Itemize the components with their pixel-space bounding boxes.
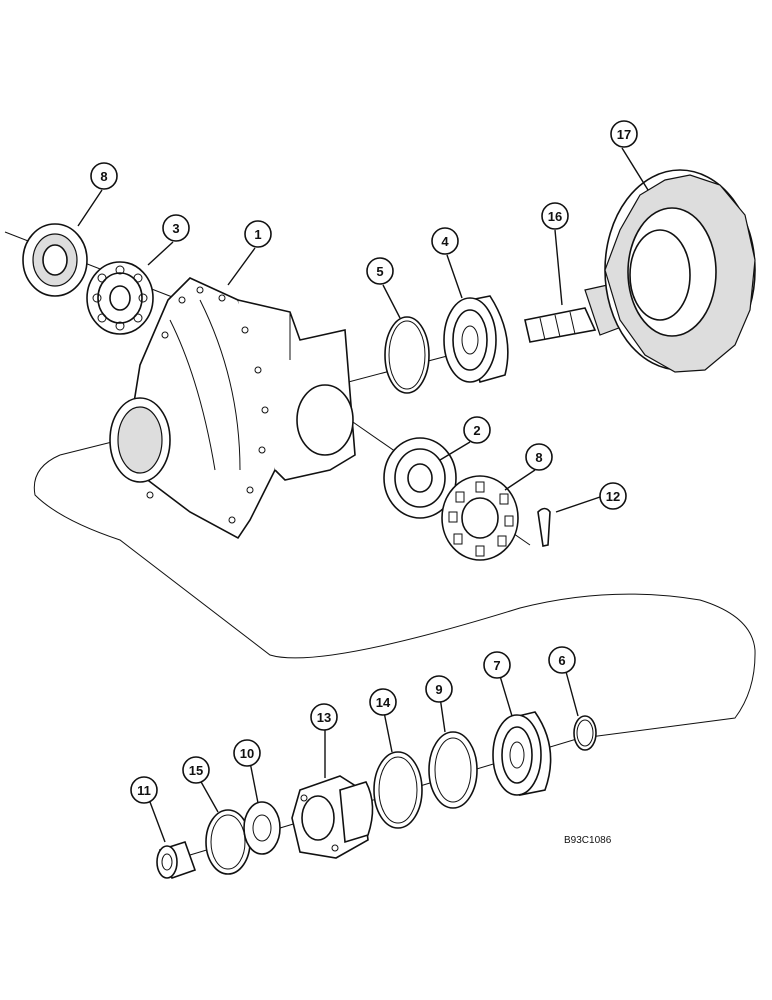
part-washer-15	[205, 809, 251, 875]
callout-2: 2	[463, 416, 491, 444]
svg-text:17: 17	[617, 127, 631, 142]
svg-text:10: 10	[240, 746, 254, 761]
reference-code: B93C1086	[564, 835, 612, 846]
part-housing-1	[109, 277, 356, 540]
svg-text:1: 1	[254, 227, 261, 242]
svg-text:15: 15	[189, 763, 203, 778]
leader-lines	[77, 147, 649, 843]
part-seal-14	[373, 751, 423, 829]
part-nut-11	[156, 841, 197, 880]
callout-10: 10	[233, 739, 261, 767]
svg-text:12: 12	[606, 489, 620, 504]
part-flange-13	[291, 775, 374, 859]
part-cotter-pin-12	[537, 507, 551, 547]
svg-text:8: 8	[100, 169, 107, 184]
part-ring-gear-17	[604, 169, 756, 373]
part-bearing-cone-7	[492, 711, 552, 796]
part-bearing-2	[383, 437, 457, 519]
callout-9: 9	[425, 675, 453, 703]
callout-12: 12	[599, 482, 627, 510]
part-seal-8-top	[22, 223, 88, 297]
callout-14: 14	[369, 688, 397, 716]
svg-text:16: 16	[548, 209, 562, 224]
svg-text:3: 3	[172, 221, 179, 236]
callout-8-top: 8	[90, 162, 118, 190]
part-washer-10	[243, 801, 281, 855]
svg-text:11: 11	[137, 783, 151, 798]
callout-13: 13	[310, 703, 338, 731]
callout-8-lower: 8	[525, 443, 553, 471]
callout-16: 16	[541, 202, 569, 230]
callout-1: 1	[244, 220, 272, 248]
svg-text:8: 8	[535, 450, 542, 465]
part-bearing-4	[443, 295, 509, 383]
callout-5: 5	[366, 257, 394, 285]
svg-text:9: 9	[435, 682, 442, 697]
callout-7: 7	[483, 651, 511, 679]
callout-6: 6	[548, 646, 576, 674]
callout-3: 3	[162, 214, 190, 242]
part-bearing-cup-9	[428, 731, 478, 809]
svg-text:5: 5	[376, 264, 383, 279]
svg-text:6: 6	[558, 653, 565, 668]
callout-17: 17	[610, 120, 638, 148]
assembly-boundary-line	[33, 454, 756, 738]
svg-text:4: 4	[441, 234, 449, 249]
callout-15: 15	[182, 756, 210, 784]
part-snap-ring-5	[384, 316, 430, 394]
part-snap-ring-6	[573, 715, 597, 751]
callout-11: 11	[130, 776, 158, 804]
svg-text:7: 7	[493, 658, 500, 673]
part-thrust-washer-8-lower	[441, 475, 519, 561]
part-bearing-3	[86, 261, 154, 335]
svg-text:14: 14	[376, 695, 391, 710]
svg-text:2: 2	[473, 423, 480, 438]
svg-text:13: 13	[317, 710, 331, 725]
callout-4: 4	[431, 227, 459, 255]
